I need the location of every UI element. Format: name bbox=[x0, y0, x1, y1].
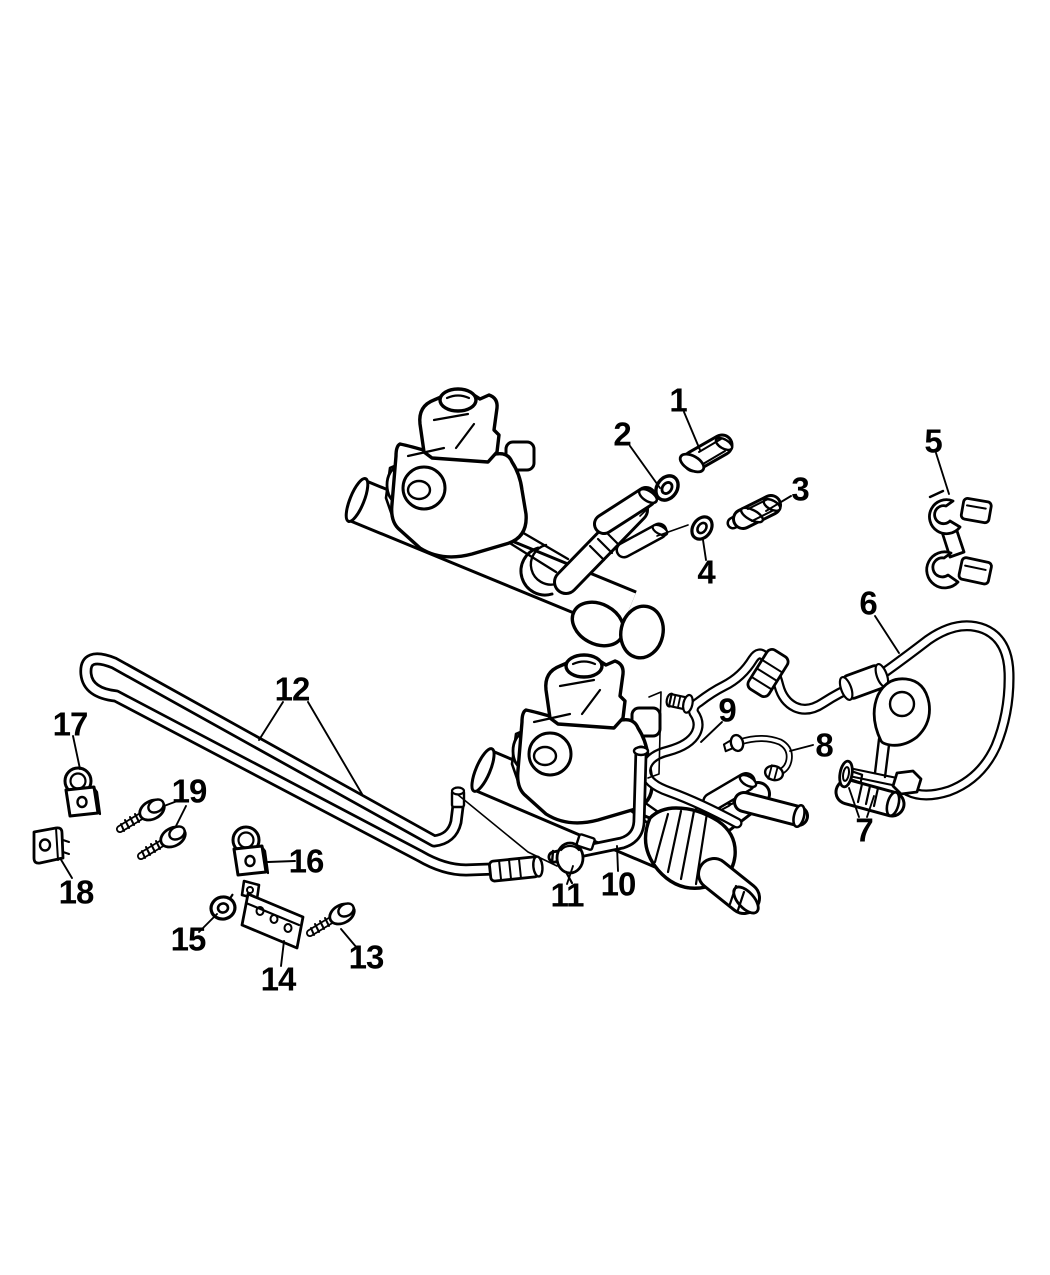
hose-coupling bbox=[746, 648, 790, 698]
leader-11 bbox=[566, 865, 574, 885]
callout-18[interactable]: 18 bbox=[58, 873, 95, 911]
clamp-16 bbox=[231, 825, 270, 877]
leader-8 bbox=[789, 744, 814, 752]
cooler-tube-alignment-line bbox=[456, 793, 558, 867]
hose-cylinder-fitting bbox=[838, 662, 890, 702]
leader-17 bbox=[72, 735, 81, 770]
leader-7 bbox=[848, 787, 875, 818]
leader-9 bbox=[700, 721, 723, 743]
callout-15[interactable]: 15 bbox=[170, 920, 207, 958]
clamp-5 bbox=[925, 489, 993, 590]
callout-12[interactable]: 12 bbox=[274, 670, 311, 708]
callout-3[interactable]: 3 bbox=[791, 470, 809, 508]
callout-16[interactable]: 16 bbox=[288, 842, 325, 880]
return-hose-10 bbox=[547, 745, 650, 865]
callout-5[interactable]: 5 bbox=[924, 422, 942, 460]
bracket-14 bbox=[240, 879, 305, 950]
hose-keyhole-bracket bbox=[872, 677, 931, 779]
callout-11[interactable]: 11 bbox=[550, 876, 585, 914]
callout-2[interactable]: 2 bbox=[613, 415, 631, 453]
leader-14 bbox=[280, 940, 285, 967]
leader-15 bbox=[198, 913, 218, 933]
callout-7[interactable]: 7 bbox=[855, 811, 873, 849]
leader-16 bbox=[267, 860, 296, 863]
leader-1 bbox=[683, 411, 701, 451]
assembly-bracket-line bbox=[647, 691, 662, 779]
banjo-bolt-7 bbox=[838, 759, 864, 789]
callout-6[interactable]: 6 bbox=[859, 584, 877, 622]
leader-13 bbox=[340, 928, 358, 949]
leader-lines bbox=[59, 411, 950, 967]
leader-10 bbox=[616, 845, 619, 872]
fitting-1 bbox=[678, 433, 734, 474]
cooler-tube-12 bbox=[79, 652, 558, 883]
clip-18 bbox=[32, 826, 70, 865]
callout-14[interactable]: 14 bbox=[260, 960, 297, 998]
cooler-tube-ribbed-end bbox=[488, 855, 544, 883]
pressure-hose-6-and-return-tube-9 bbox=[640, 620, 1015, 829]
tie-rod-end-top bbox=[619, 604, 665, 660]
screw-13 bbox=[310, 900, 358, 935]
callout-8[interactable]: 8 bbox=[815, 726, 833, 764]
power-steering-pump-top bbox=[384, 387, 536, 559]
leader-6 bbox=[874, 615, 900, 654]
callout-19[interactable]: 19 bbox=[171, 772, 208, 810]
fitting-alignment-lines bbox=[639, 496, 689, 537]
o-ring-4 bbox=[690, 515, 714, 541]
leader-19 bbox=[163, 799, 187, 827]
leader-5 bbox=[935, 452, 950, 495]
hose-end-fitting bbox=[891, 769, 923, 796]
leader-4 bbox=[702, 539, 707, 561]
leader-18 bbox=[59, 857, 73, 879]
o-ring-2 bbox=[654, 474, 680, 502]
callout-17[interactable]: 17 bbox=[52, 705, 89, 743]
leader-12 bbox=[258, 701, 363, 795]
pressure-switch-fitting bbox=[665, 692, 694, 714]
callout-1[interactable]: 1 bbox=[669, 381, 687, 419]
hose-end-tube bbox=[848, 767, 898, 787]
callout-13[interactable]: 13 bbox=[348, 938, 385, 976]
clamp-17 bbox=[63, 766, 102, 818]
callout-10[interactable]: 10 bbox=[600, 865, 637, 903]
leader-2 bbox=[629, 445, 661, 489]
tube-8 bbox=[722, 733, 793, 782]
callout-9[interactable]: 9 bbox=[718, 691, 736, 729]
callout-4[interactable]: 4 bbox=[697, 553, 715, 591]
leader-3 bbox=[765, 495, 792, 512]
fitting-3 bbox=[726, 494, 782, 530]
